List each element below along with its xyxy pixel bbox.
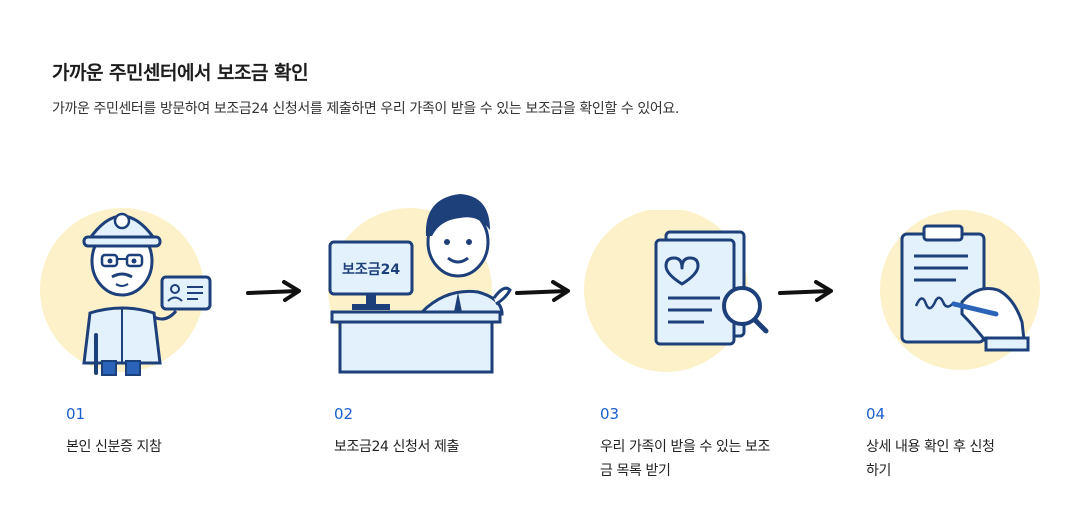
step-2: 02 보조금24 신청서 제출 <box>334 405 564 459</box>
clipboard-signing-icon <box>880 210 1040 370</box>
elderly-man-with-id-card-icon <box>40 208 212 376</box>
step-4: 04 상세 내용 확인 후 신청하기 <box>866 405 996 483</box>
step-label: 보조금24 신청서 제출 <box>334 439 459 455</box>
clerk-at-desk-icon: 보조금24 <box>328 194 512 374</box>
step-label: 본인 신분증 지참 <box>66 439 162 455</box>
step-number: 03 <box>600 405 620 423</box>
page-description: 가까운 주민센터를 방문하여 보조금24 신청서를 제출하면 우리 가족이 받을… <box>52 101 679 117</box>
step-label: 상세 내용 확인 후 신청하기 <box>866 439 995 479</box>
arrow-right-icon <box>778 280 833 302</box>
step-1: 01 본인 신분증 지참 <box>66 405 296 459</box>
arrow-right-icon <box>246 280 301 302</box>
step-number: 01 <box>66 405 86 423</box>
arrow-right-icon <box>515 280 570 302</box>
step-3: 03 우리 가족이 받을 수 있는 보조금 목록 받기 <box>600 405 775 483</box>
page-title: 가까운 주민센터에서 보조금 확인 <box>52 62 309 84</box>
step-label: 우리 가족이 받을 수 있는 보조금 목록 받기 <box>600 439 771 479</box>
document-magnifier-icon <box>584 210 769 372</box>
step-number: 02 <box>334 405 354 423</box>
monitor-label: 보조금24 <box>342 262 400 278</box>
step-number: 04 <box>866 405 886 423</box>
